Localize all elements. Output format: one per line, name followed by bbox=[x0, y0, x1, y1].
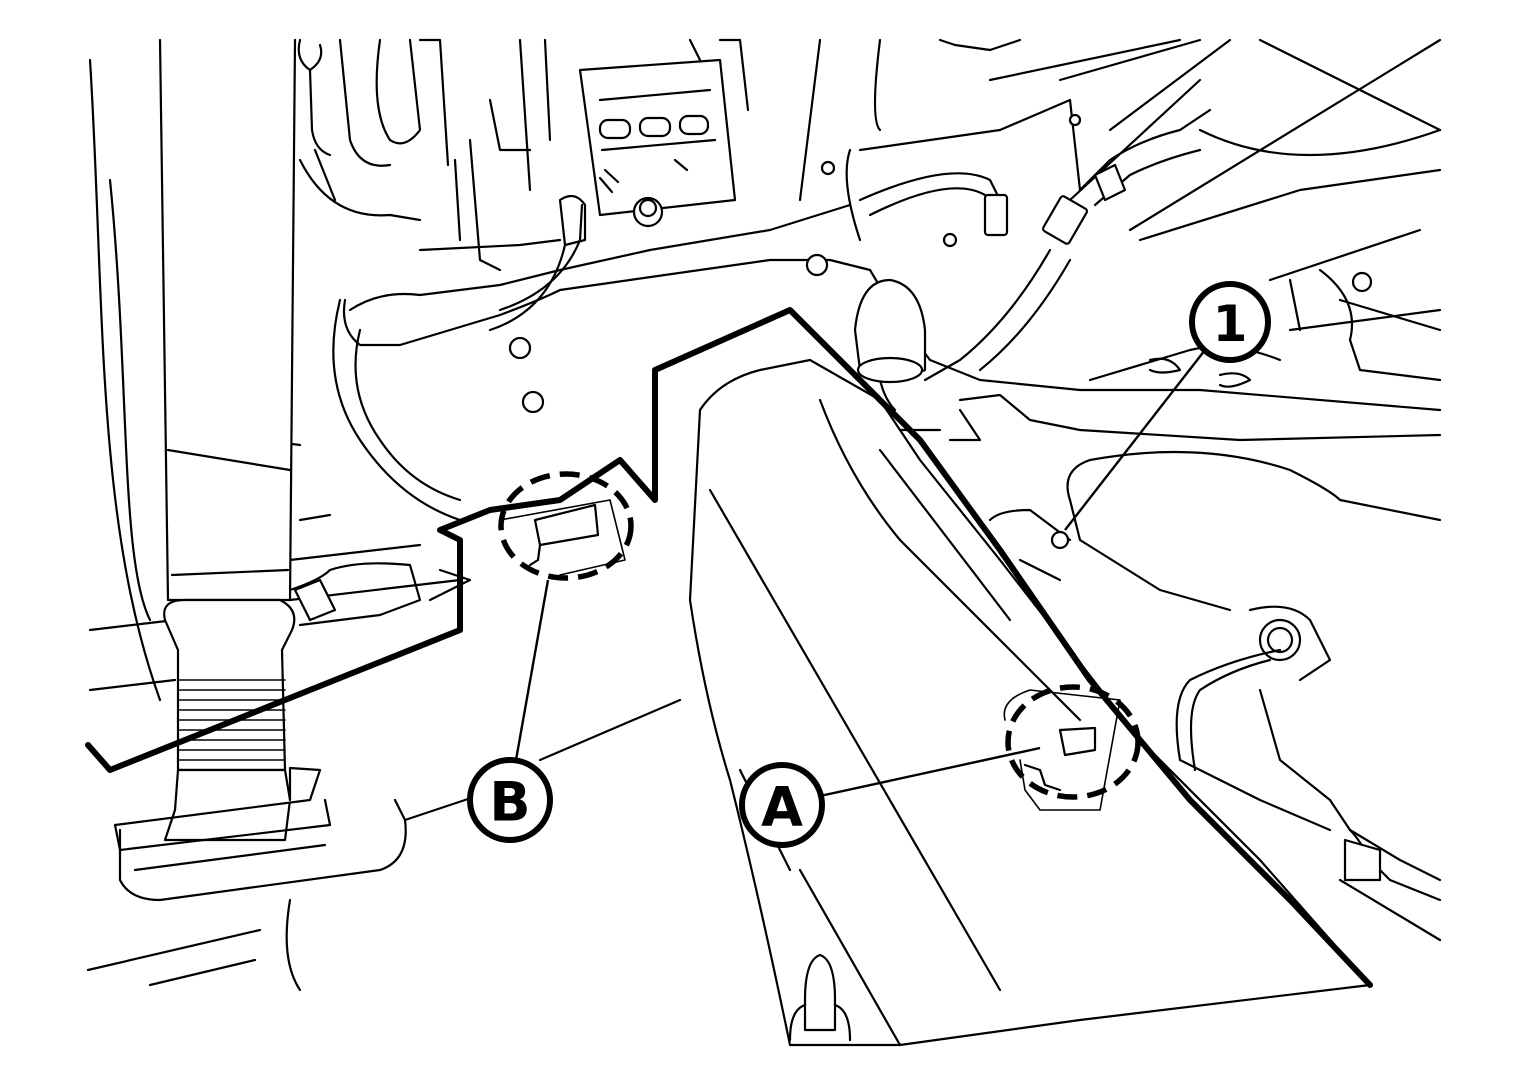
mounting-bolts bbox=[508, 113, 1082, 414]
clip-b-location bbox=[498, 471, 634, 581]
callout-b: B bbox=[467, 757, 553, 843]
callout-b-label: B bbox=[489, 771, 530, 834]
splash-guard-panel bbox=[85, 307, 1373, 1047]
clip-a-location bbox=[1003, 684, 1141, 811]
leader-lines bbox=[514, 349, 1206, 798]
clip-a-dashed-circle bbox=[1005, 684, 1141, 800]
strut-assembly bbox=[113, 38, 332, 872]
wiring-harness bbox=[288, 108, 1212, 627]
upper-mount-brackets bbox=[297, 38, 1022, 272]
callout-a-label: A bbox=[761, 776, 803, 839]
callout-1-label: 1 bbox=[1213, 295, 1248, 353]
clip-b-dashed-circle bbox=[498, 471, 634, 581]
callout-1: 1 bbox=[1189, 281, 1271, 363]
body-panel-lines bbox=[86, 58, 682, 992]
callout-a: A bbox=[739, 762, 825, 848]
